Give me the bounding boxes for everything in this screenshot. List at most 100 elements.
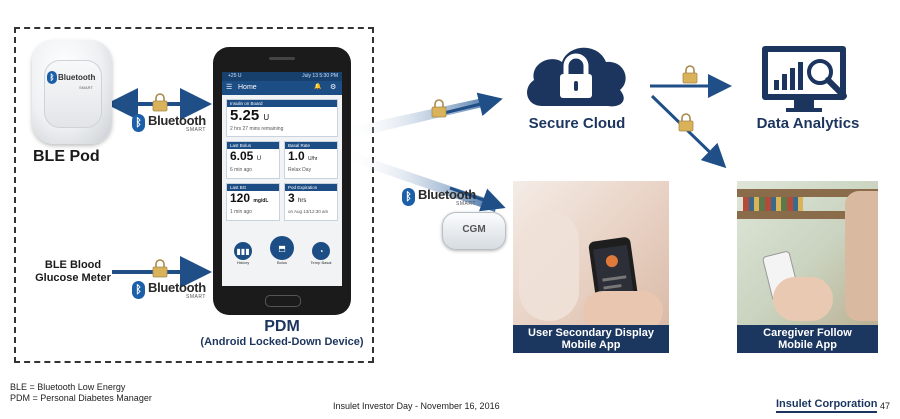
bluetooth-word: Bluetooth <box>148 280 206 295</box>
caregiver-app-photo: Caregiver Follow Mobile App <box>737 181 878 353</box>
bluetooth-smart: SMART <box>456 201 476 207</box>
pod-expiration-value: 3 <box>288 191 295 205</box>
basal-rate-value: 1.0 <box>288 149 305 163</box>
pdm-label: PDM <box>264 318 300 335</box>
bookshelf-row <box>737 189 878 197</box>
cgm-app-beam <box>345 150 497 212</box>
settings-icon[interactable]: ⚙ <box>330 84 337 91</box>
user-app-line2: Mobile App <box>561 339 621 351</box>
last-bg-unit: mg/dL <box>253 198 269 204</box>
caregiver-app-line1: Caregiver Follow <box>763 327 852 339</box>
pod-expiration-value-line: 3 hrs <box>285 191 337 209</box>
books <box>743 197 803 211</box>
iob-card[interactable]: Insulin on Board 5.25 U 2 hrs 27 mins re… <box>226 99 338 137</box>
pdm-screen: +25 U July 13 5:30 PM ☰ Home 🔔 ⚙ Insulin… <box>222 72 342 286</box>
bluetooth-logo: ᛒ Bluetooth SMART <box>132 281 206 300</box>
bluetooth-icon: ᛒ <box>47 71 57 84</box>
menu-icon[interactable]: ☰ <box>226 84 233 91</box>
history-label: History <box>236 260 250 265</box>
data-analytics-label: Data Analytics <box>756 115 860 132</box>
legend-ble: BLE = Bluetooth Low Energy <box>10 382 126 392</box>
user-app-line1: User Secondary Display <box>528 327 654 339</box>
pod-face: ᛒ Bluetooth SMART <box>44 60 102 128</box>
iob-unit: U <box>263 113 270 122</box>
secure-cloud-label: Secure Cloud <box>528 115 626 132</box>
bluetooth-logo: ᛒ Bluetooth SMART <box>402 188 476 207</box>
ble-pod-label: BLE Pod <box>33 148 100 165</box>
last-bolus-unit: U <box>256 156 262 162</box>
bg-meter-label: BLE Blood Glucose Meter <box>30 259 116 285</box>
bluetooth-smart: SMART <box>186 127 206 133</box>
cloud-icon <box>527 47 626 107</box>
last-bolus-value: 6.05 <box>230 149 254 163</box>
bluetooth-word: Bluetooth <box>148 113 206 128</box>
iob-header: Insulin on Board <box>227 100 337 107</box>
last-bg-value: 120 <box>230 191 251 205</box>
basal-rate-sub: Relax Day <box>288 167 312 173</box>
last-bolus-value-line: 6.05 U <box>227 149 279 167</box>
bluetooth-icon: ᛒ <box>402 188 415 206</box>
basal-rate-header: Basal Rate <box>285 142 337 149</box>
pdm-cloud-beam <box>345 96 495 140</box>
basal-rate-value-line: 1.0 U/hr <box>285 149 337 167</box>
app-line <box>602 275 627 282</box>
pod-bluetooth-mark: ᛒ Bluetooth <box>47 71 95 84</box>
bolus-button[interactable]: ⬒ Bolus <box>267 236 297 265</box>
bell-icon[interactable]: 🔔 <box>314 84 322 90</box>
bookshelf-row <box>737 211 878 219</box>
temp-basal-button[interactable]: ◔ Temp Basal <box>306 242 336 265</box>
pod-expiration-unit: hrs <box>298 198 307 204</box>
status-bar: +25 U July 13 5:30 PM <box>222 72 342 81</box>
company-logo: Insulet Corporation <box>776 398 878 413</box>
status-left: +25 U <box>228 73 242 79</box>
caregiver-app-caption: Caregiver Follow Mobile App <box>737 325 878 353</box>
temp-basal-icon: ◔ <box>312 242 330 260</box>
pdm-system-boundary <box>14 27 374 363</box>
ble-pod-device: ᛒ Bluetooth SMART <box>32 40 112 144</box>
bolus-icon: ⬒ <box>270 236 294 260</box>
person-silhouette <box>519 211 579 321</box>
iob-value: 5.25 <box>230 107 260 124</box>
caregiver-app-line2: Mobile App <box>778 339 837 351</box>
hand <box>583 291 663 331</box>
bluetooth-smart: SMART <box>186 294 206 300</box>
pdm-cloud-arrow <box>439 92 503 116</box>
last-bg-value-line: 120 mg/dL <box>227 191 279 209</box>
basal-rate-card[interactable]: Basal Rate 1.0 U/hr Relax Day <box>284 141 338 179</box>
bluetooth-word: Bluetooth <box>418 187 476 202</box>
cgm-app-arrow <box>449 186 506 212</box>
history-icon: ▮▮▮ <box>234 242 252 260</box>
hand <box>773 277 833 321</box>
pod-expiration-sub: on Aug 13/12:30 am <box>288 209 329 214</box>
lock-icon <box>431 99 447 118</box>
lock-icon <box>152 259 168 278</box>
pod-expiration-header: Pod Expiration <box>285 184 337 191</box>
bluetooth-logo: ᛒ Bluetooth SMART <box>132 114 206 133</box>
pod-expiration-card[interactable]: Pod Expiration 3 hrs on Aug 13/12:30 am <box>284 183 338 221</box>
temp-basal-label: Temp Basal <box>310 260 332 265</box>
user-app-photo: User Secondary Display Mobile App <box>513 181 669 353</box>
legend-pdm: PDM = Personal Diabetes Manager <box>10 393 152 403</box>
app-line <box>603 284 622 290</box>
last-bolus-header: Last Bolus <box>227 142 279 149</box>
last-bolus-sub: 6 min ago <box>230 167 252 173</box>
status-time: July 13 5:30 PM <box>302 73 338 79</box>
bolus-label: Bolus <box>276 260 287 265</box>
phone-speaker <box>269 57 295 60</box>
user-app-caption: User Secondary Display Mobile App <box>513 325 669 353</box>
cgm-device: CGM <box>442 212 506 250</box>
last-bg-header: Last BG <box>227 184 279 191</box>
last-bg-card[interactable]: Last BG 120 mg/dL 1 min ago <box>226 183 280 221</box>
history-button[interactable]: ▮▮▮ History <box>228 242 258 265</box>
basal-rate-unit: U/hr <box>308 156 318 162</box>
pod-bt-smart: SMART <box>79 85 93 90</box>
page-number: 47 <box>880 401 891 411</box>
lock-icon <box>152 93 168 112</box>
last-bolus-card[interactable]: Last Bolus 6.05 U 6 min ago <box>226 141 280 179</box>
home-title: Home <box>238 84 257 91</box>
lock-icon <box>678 113 694 132</box>
last-bg-sub: 1 min ago <box>230 209 252 215</box>
bluetooth-icon: ᛒ <box>132 114 145 132</box>
iob-value-line: 5.25 U <box>227 107 337 126</box>
